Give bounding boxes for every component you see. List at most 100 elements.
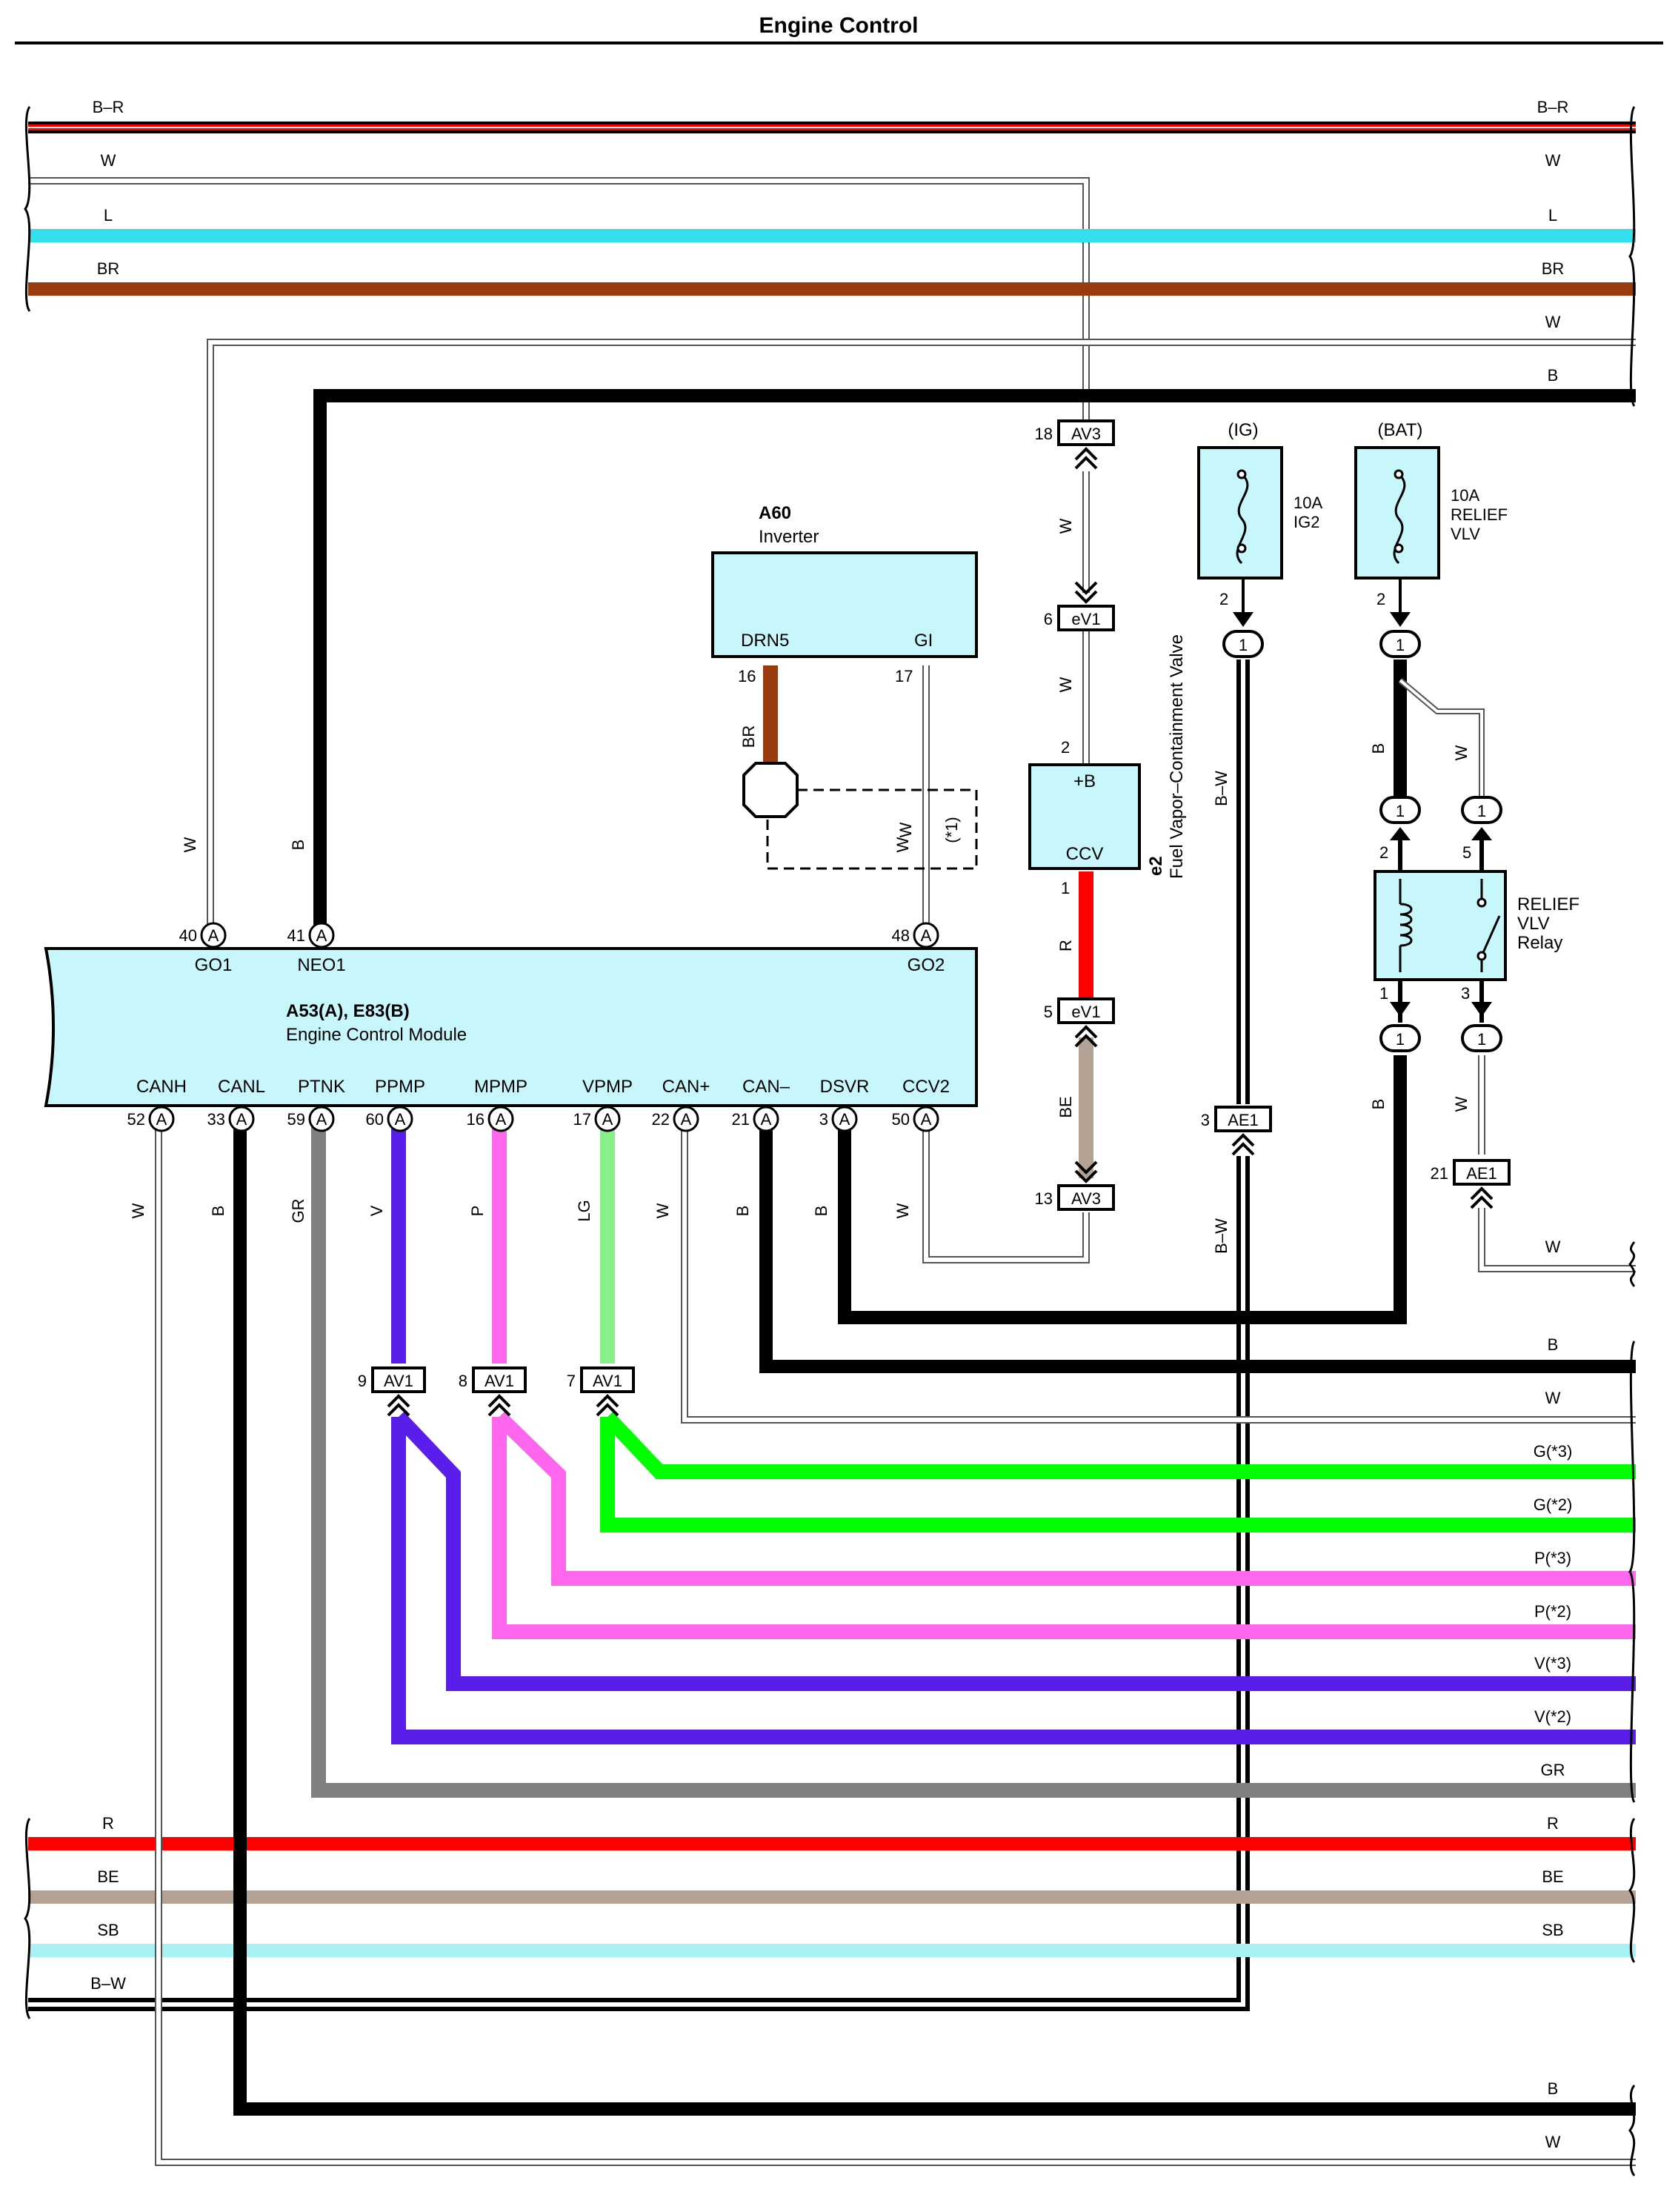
ecm-pin-name: CAN+ [662,1077,710,1097]
ecm-pin-connector [308,922,335,949]
right-wire-labels: B–RWLBRWBWBWG(*3)G(*2)P(*3)P(*2)V(*3)V(*… [1534,98,1573,2151]
ecm-pin-connector [387,1106,413,1132]
ecm-pin-conn-letter: A [921,1110,932,1129]
wire-w-relay5 [1398,677,1485,797]
fuse-ig-source: (IG) [1228,420,1258,440]
right-wire-label: GR [1541,1761,1565,1779]
valve-pin-2: 2 [1061,738,1070,757]
wire-label-r: R [1056,940,1075,951]
wire-label-b-w-upper: B–W [1212,771,1231,806]
ecm-pin-wire-label: W [893,837,912,852]
right-wire-label: B [1548,1335,1559,1354]
right-wire-label: W [1545,313,1561,331]
ecm-pin-conn-letter: A [496,1110,507,1129]
chevron-icon [1074,1169,1098,1183]
chevron-icon [1231,1133,1255,1147]
ecm-pin-name: PTNK [298,1077,345,1097]
wire-p2 [492,1417,1636,1639]
valve-code: e2 [1146,856,1166,876]
ecm-pin-number: 52 [127,1110,145,1129]
chevron-icon [387,1403,410,1417]
connector-box [472,1366,527,1393]
right-wire-label: G(*3) [1534,1442,1573,1461]
ecm-pin-connector [753,1106,779,1132]
wire-gr-ptnk [311,1122,1636,1798]
ecm-pin-wire-label: W [893,1203,912,1218]
ecm-pin-conn-letter: A [316,1110,327,1129]
connector-pin-number: 18 [1035,425,1053,443]
relief-vlv-relay: 1 1 2 5 W RELIEF VLV Relay 1 3 1 1 B W [1369,745,1579,1112]
ecm-pin-name: GO1 [195,955,233,975]
ecm-pin-connector [673,1106,699,1132]
inverter-code: A60 [759,503,791,523]
connector-pin-number: 9 [358,1372,367,1390]
ecm-pin-number: 48 [892,926,910,945]
left-wire-label: W [101,151,116,170]
wires-layer [28,122,1636,2166]
relay-jct-1: 1 [1396,1030,1405,1049]
connector-box [1057,1184,1115,1211]
connector-pin-number: 6 [1044,610,1053,628]
wire-v2 [391,1417,1636,1744]
ecm-pin-number: 21 [732,1110,750,1129]
octagon-sensor-icon [742,762,799,818]
ecm-pin-number: 22 [652,1110,670,1129]
ecm-bottom-pins: A52CANHWA33CANLBA59PTNKGRA60PPMPVA16MPMP… [127,1077,950,1223]
ecm-pin-wire-label: B [289,840,307,851]
fuse-bat-jct: 1 [1396,636,1405,654]
fuse-ig-rating: 10A [1294,494,1322,512]
relay-name2: VLV [1517,914,1550,934]
ecm-pin-connector [913,922,939,949]
fuse-ig-jct: 1 [1239,636,1248,654]
connector-label: AV1 [485,1372,514,1390]
wire-label-b-w-lower: B–W [1212,1218,1231,1254]
wire-label-be: BE [1056,1096,1075,1117]
chevron-icon [1470,1195,1494,1209]
ecm-pin-connector [487,1106,514,1132]
wire-p3 [494,1411,1636,1586]
right-wire-label: W [1545,151,1561,170]
wire-label-b-bat: B [1369,743,1388,754]
ecm-pin-conn-letter: A [921,926,932,945]
fuse-ig2: (IG) 10A IG2 2 1 B–W B–W [1197,420,1322,1254]
right-wire-label: W [1545,1238,1561,1256]
right-wire-label: P(*3) [1534,1549,1571,1567]
connector-box [1453,1159,1511,1186]
chevron-icon [1231,1142,1255,1156]
ecm-pin-conn-letter: A [316,926,327,945]
ecm-pin-name: PPMP [375,1077,425,1097]
ecm-pin-name: GO2 [908,955,945,975]
dashed-box [766,788,978,870]
ecm-pin-conn-letter: A [839,1110,850,1129]
ecm-pin-conn-letter: A [761,1110,772,1129]
fuse-relief-vlv: (BAT) 10A RELIEF VLV 2 1 B [1354,420,1508,754]
connector-label: eV1 [1071,610,1100,628]
chevron-icon [1074,581,1098,595]
ecm-pin-number: 41 [287,926,305,945]
ecm-pin-wire-label: V [367,1205,386,1216]
right-wire-label: G(*2) [1534,1495,1573,1514]
wire-label-w-1: W [1056,518,1075,534]
chevron-icon [487,1394,511,1408]
connector-label: AV1 [593,1372,622,1390]
right-wire-label: B [1548,366,1559,385]
wire-break-marks [24,106,1636,2176]
relay-jct-2: 1 [1396,802,1405,820]
relay-name1: RELIEF [1517,894,1579,914]
connector-pin-number: 21 [1431,1164,1448,1183]
relay-pin3: 3 [1461,984,1470,1003]
ecm-pin-wire-label: B [733,1206,752,1217]
chevron-icon [1470,1186,1494,1200]
connector-pin-number: 3 [1201,1111,1210,1129]
inverter-name: Inverter [759,527,819,547]
valve-pin-1: 1 [1061,879,1070,897]
